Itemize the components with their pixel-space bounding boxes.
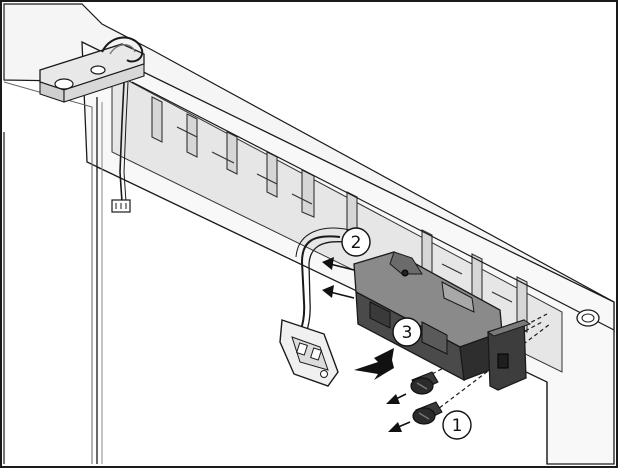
screw-upper: [410, 371, 439, 395]
arrow-icon-step1-upper: [386, 393, 407, 404]
cavity-ribs: [151, 96, 528, 333]
hinge-wire-loop: [101, 36, 144, 63]
callout-step-1: 1: [442, 410, 472, 440]
hinge-bracket: [39, 36, 145, 103]
hanging-wire: [111, 81, 131, 213]
connector-bracket: [279, 319, 339, 387]
panel-edge-line: [131, 81, 615, 331]
panel-corner-hole-icon: [576, 309, 600, 327]
hinge-hole-icon: [54, 78, 74, 90]
arrow-icon-step2-upper: [322, 257, 355, 271]
arrow-icon-step3-pull: [354, 348, 394, 380]
callout-step-2: 2: [341, 227, 371, 257]
screw-lower: [412, 401, 443, 425]
arrow-icon-step1-lower: [388, 421, 411, 432]
arrow-icon-step2-lower: [322, 285, 355, 299]
svg-text:3: 3: [402, 323, 413, 343]
hinge-hole-icon-2: [90, 65, 106, 75]
cavity-slots: [176, 126, 513, 303]
svg-text:1: 1: [452, 416, 463, 436]
module-cable: [295, 227, 351, 335]
cabinet-inner-line: [3, 81, 93, 464]
callout-step-3: 3: [392, 317, 422, 347]
svg-text:2: 2: [351, 233, 362, 253]
